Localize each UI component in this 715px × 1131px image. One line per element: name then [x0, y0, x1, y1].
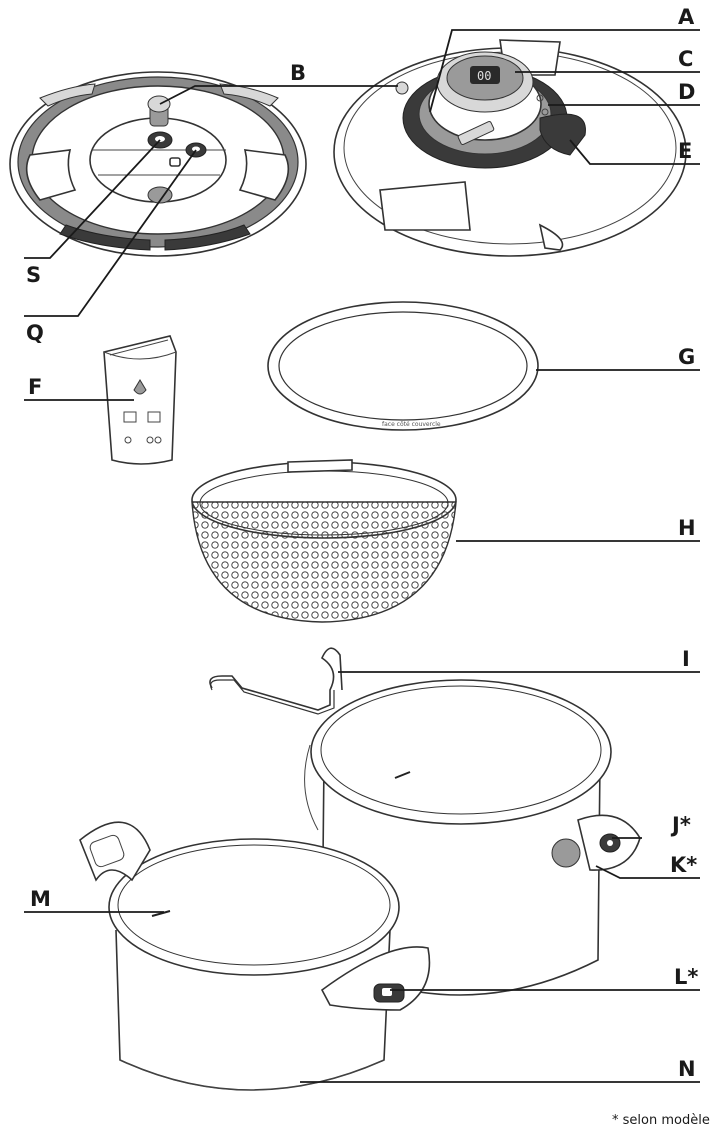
- label-N: N: [678, 1057, 696, 1081]
- label-H: H: [678, 516, 696, 540]
- wire-support: [209, 647, 343, 715]
- part-labels: A B C D E S Q F G H I J* K* M L* N * sel…: [26, 5, 710, 1128]
- water-tank: [103, 335, 177, 465]
- label-A: A: [678, 5, 695, 29]
- label-D: D: [678, 80, 695, 104]
- display-digits: 00: [477, 69, 491, 83]
- lid-with-display: 00: [333, 39, 687, 257]
- label-J: J*: [670, 813, 691, 837]
- leader-lines: [24, 29, 700, 1083]
- label-I: I: [682, 647, 690, 671]
- label-C: C: [678, 47, 693, 71]
- label-S: S: [26, 263, 41, 287]
- label-K: K*: [670, 853, 697, 877]
- label-L: L*: [674, 965, 698, 989]
- pot-back: [304, 679, 641, 996]
- steam-basket: [191, 459, 457, 623]
- pot-front: [79, 821, 431, 1091]
- label-Q: Q: [26, 321, 44, 345]
- label-F: F: [28, 375, 42, 399]
- label-B: B: [290, 61, 306, 85]
- label-G: G: [678, 345, 695, 369]
- gasket-inscription: face côté couvercle: [382, 421, 441, 428]
- label-E: E: [678, 139, 692, 163]
- label-M: M: [30, 887, 51, 911]
- footnote: * selon modèle: [612, 1113, 710, 1128]
- gasket-ring: face côté couvercle: [267, 301, 539, 431]
- lid-top-view: [9, 71, 307, 257]
